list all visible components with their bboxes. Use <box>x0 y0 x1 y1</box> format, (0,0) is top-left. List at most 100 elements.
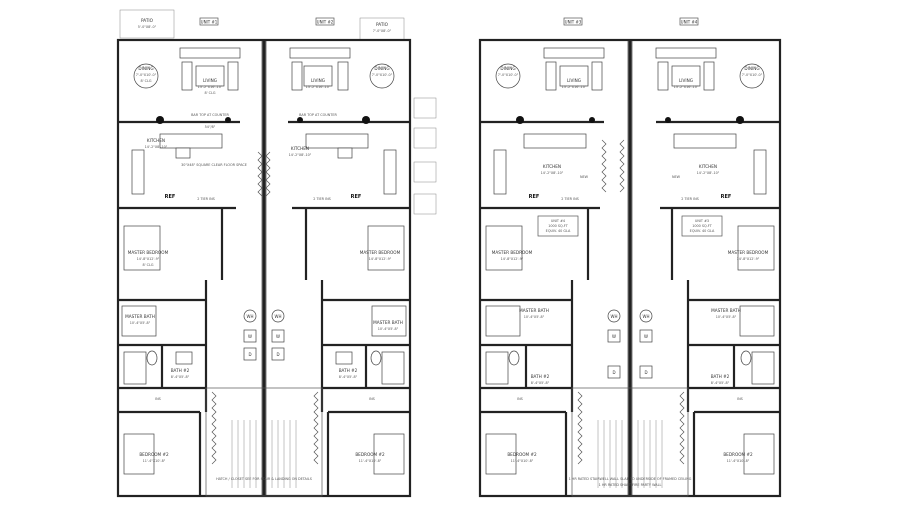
dining-label: DINING <box>374 66 389 71</box>
ref-label: REF <box>529 194 540 200</box>
ins-label: INS <box>737 397 743 401</box>
master-bed-right <box>367 225 405 271</box>
ref-label: REF <box>721 194 732 200</box>
sofa-left <box>179 47 241 59</box>
kitchen-island-right <box>305 133 369 149</box>
master-bath-tub-left <box>121 305 157 337</box>
master-bedroom-label: MASTER BEDROOM <box>360 250 401 255</box>
master-bath-dims: 10'-4"X5'-8" <box>130 321 151 325</box>
bar-top-note: BAR TOP AT COUNTER <box>299 113 337 117</box>
sofa-right <box>289 47 351 59</box>
master-bath-dims: 10'-4"X5'-8" <box>378 327 399 331</box>
toilet-icon <box>370 350 382 366</box>
unit-tag-3-label: UNIT #3 <box>565 20 582 25</box>
left-plan: PATIO 5'-0"X8'-0" PATIO 7'-0"X8'-0" UNIT… <box>116 9 437 498</box>
bath2-dims: 8'-4"X5'-8" <box>171 375 190 379</box>
living-label: LIVING <box>679 78 693 83</box>
bedroom2-label: BEDROOM #2 <box>139 452 169 457</box>
unit-tag-1 <box>199 17 219 26</box>
kitchen-dims: 14'-2"X8'-10" <box>697 171 720 175</box>
tier-note: 2 TIER INS <box>197 197 215 201</box>
living-dims: 13'-2"X16'-10" <box>674 85 699 89</box>
kitchen-dims: 14'-2"X8'-10" <box>289 153 312 157</box>
bedroom2-label: BEDROOM #2 <box>355 452 385 457</box>
washer-label: W <box>248 334 252 339</box>
patio-left-size: 5'-0"X8'-0" <box>138 25 157 29</box>
dining-label: DINING <box>500 66 515 71</box>
dryer-icon <box>607 365 621 379</box>
unit-area-sub: EQUIV. 40 GLA <box>690 229 715 233</box>
column-icon <box>225 117 231 123</box>
master-bath-dims: 10'-4"X5'-8" <box>716 315 737 319</box>
bath2-label: BATH #2 <box>171 368 190 373</box>
master-bath-label: MASTER BATH <box>125 314 155 319</box>
unit-tag-4-label: UNIT #4 <box>681 20 698 25</box>
bedroom2-dims: 11'-4"X10'-8" <box>359 459 382 463</box>
living-dims: 13'-2"X16'-10" <box>306 85 331 89</box>
water-heater-icon <box>243 309 257 323</box>
living-dims: 13'-2"X16'-10" <box>562 85 587 89</box>
unit-tag-4 <box>679 17 699 26</box>
washer-icon <box>607 329 621 343</box>
bath2-dims: 8'-4"X5'-8" <box>711 381 730 385</box>
dining-dims: 7'-0"X10'-0" <box>136 73 157 77</box>
unit-area-value: 1000 SQ.FT <box>548 224 568 228</box>
unit-tag-1-label: UNIT #1 <box>201 20 218 25</box>
wh-label: WH <box>275 314 282 319</box>
unit-tag-3 <box>563 17 583 26</box>
kitchen-label: KITCHEN <box>291 146 309 151</box>
patio-left <box>119 9 175 39</box>
unit-area-tag-3 <box>681 215 723 237</box>
master-bedroom-dims: 14'-8"X12'-9" <box>369 257 392 261</box>
bath2-label: BATH #2 <box>339 368 358 373</box>
right-stair-zone <box>571 387 689 497</box>
unit-tag-2 <box>315 17 335 26</box>
water-heater-icon <box>271 309 285 323</box>
unit-tag-2-label: UNIT #2 <box>317 20 334 25</box>
washer-label: W <box>276 334 280 339</box>
stairwell-note: 1 HR RATED STAIRWELL WALL SLAB TO UNDERS… <box>569 477 692 481</box>
master-bedroom-label: MASTER BEDROOM <box>728 250 769 255</box>
unit-area-value: 1000 SQ.FT <box>692 224 712 228</box>
washer-icon <box>271 329 285 343</box>
water-heater-icon <box>639 309 653 323</box>
new-label: NEW <box>672 175 681 179</box>
new-label: NEW <box>580 175 589 179</box>
master-bath-label: MASTER BATH <box>373 320 403 325</box>
tier-note: 2 TIER INS <box>681 197 699 201</box>
unit-area-tag-4 <box>537 215 579 237</box>
toilet-icon <box>146 350 158 366</box>
master-bath-tub-right <box>371 305 407 337</box>
master-bedroom-dims: 14'-8"X12'-9" <box>501 257 524 261</box>
master-bedroom-dims: 14'-8"X12'-9" <box>137 257 160 261</box>
dining-label: DINING <box>744 66 759 71</box>
bath2-label: BATH #2 <box>531 374 550 379</box>
living-dims: 13'-2"X16'-10" <box>198 85 223 89</box>
bedroom2-dims: 11'-4"X10'-8" <box>143 459 166 463</box>
toilet-icon <box>740 350 752 366</box>
master-bedroom-dims: 14'-8"X12'-9" <box>737 257 760 261</box>
master-bath-label: MASTER BATH <box>711 308 741 313</box>
ref-label: REF <box>351 194 362 200</box>
patio-left-label: PATIO <box>141 18 154 23</box>
counter-note: 54"/8" <box>205 125 216 129</box>
washer-icon <box>639 329 653 343</box>
dining-dims: 7'-0"X10'-0" <box>372 73 393 77</box>
bath2-label: BATH #2 <box>711 374 730 379</box>
column-icon <box>362 116 370 124</box>
master-bedroom-label: MASTER BEDROOM <box>128 250 169 255</box>
patio-right-label: PATIO <box>376 22 389 27</box>
living-label: LIVING <box>567 78 581 83</box>
column-icon <box>589 117 595 123</box>
master-bedroom-label: MASTER BEDROOM <box>492 250 533 255</box>
bedroom2-dims: 11'-4"X10'-8" <box>511 459 534 463</box>
tier-note: 2 TIER INS <box>561 197 579 201</box>
washer-label: W <box>644 334 648 339</box>
dining-table-right <box>369 63 395 89</box>
dryer-label: D <box>612 370 615 375</box>
toilet-icon <box>508 350 520 366</box>
dryer-label: D <box>276 352 279 357</box>
washer-label: W <box>612 334 616 339</box>
dining-label: DINING <box>138 66 153 71</box>
master-bed-left <box>123 225 161 271</box>
